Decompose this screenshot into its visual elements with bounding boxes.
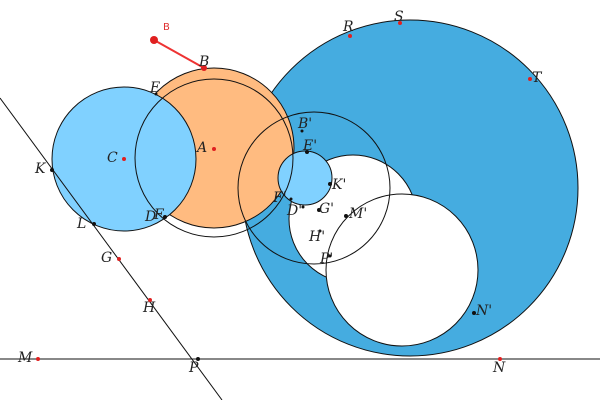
line-kp: [0, 97, 223, 400]
point-K: [50, 168, 54, 172]
point-P-prime: [328, 254, 332, 258]
red-segment: [153, 39, 205, 69]
label-B: B: [198, 54, 209, 70]
point-D-prime: [301, 205, 305, 209]
outline-circle-middle: [237, 111, 391, 265]
label-F-prime: F': [272, 190, 287, 206]
label-A: A: [195, 140, 207, 156]
label-P-prime: P': [319, 251, 333, 267]
label-K-prime: K': [331, 177, 346, 193]
point-F-prime: [289, 197, 293, 201]
label-B-red: B: [163, 22, 170, 33]
point-T: [528, 77, 532, 81]
point-N: [498, 357, 502, 361]
label-N: N: [492, 360, 506, 376]
label-D-prime: D': [286, 203, 302, 219]
light-blue-circle-small: [277, 150, 333, 206]
point-E-prime: [305, 150, 309, 154]
label-M-prime: M': [348, 206, 367, 222]
point-L: [92, 222, 96, 226]
point-H-prime: [318, 229, 322, 233]
point-B-red: [150, 36, 158, 44]
label-E: E: [149, 80, 160, 96]
label-G-prime: G': [319, 201, 334, 217]
label-C: C: [107, 150, 118, 166]
point-G-prime: [317, 208, 321, 212]
white-circle-large: [325, 193, 479, 347]
point-A: [212, 147, 216, 151]
label-M: M: [17, 350, 33, 366]
point-G: [117, 257, 121, 261]
label-D: D: [144, 209, 156, 225]
label-H: H: [142, 300, 156, 316]
outline-circle-left: [134, 78, 294, 238]
label-H-prime: H': [308, 229, 325, 245]
point-E: [154, 92, 158, 96]
point-K-prime: [328, 182, 332, 186]
point-R: [348, 34, 352, 38]
label-B-prime: B': [297, 116, 312, 132]
point-M: [36, 357, 40, 361]
label-T: T: [532, 70, 543, 86]
label-S: S: [394, 9, 404, 25]
point-N-prime: [472, 311, 476, 315]
label-N-prime: N': [475, 303, 492, 319]
point-B: [201, 65, 207, 71]
point-P: [196, 357, 200, 361]
label-K: K: [34, 161, 47, 177]
label-E-prime: E': [302, 138, 317, 154]
label-L: L: [76, 216, 86, 232]
label-F: F: [153, 207, 165, 223]
point-H: [148, 298, 152, 302]
label-G: G: [101, 250, 112, 266]
point-D: [163, 215, 167, 219]
point-S: [398, 21, 402, 25]
point-B-prime: [300, 129, 304, 133]
label-P: P: [188, 360, 199, 376]
point-C: [122, 157, 126, 161]
label-R: R: [342, 19, 354, 35]
point-M-prime: [344, 214, 348, 218]
